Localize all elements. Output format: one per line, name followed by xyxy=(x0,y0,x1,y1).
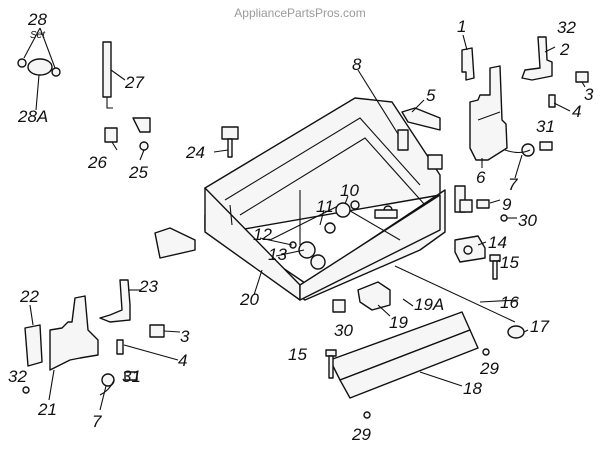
part-29-screw-b xyxy=(363,411,371,419)
callout-22: 22 xyxy=(19,287,39,306)
part-5-hinge-right xyxy=(401,107,441,131)
callout-32-right: 32 xyxy=(557,18,576,37)
callout-13: 13 xyxy=(268,245,287,264)
callout-10: 10 xyxy=(340,181,359,200)
callout-31-left: 31 xyxy=(122,367,141,386)
callout-3-left: 3 xyxy=(180,327,190,346)
part-6-rail xyxy=(469,65,508,161)
callout-19a: 19A xyxy=(414,295,444,314)
callout-28a: 28A xyxy=(17,107,48,126)
callout-4-left: 4 xyxy=(178,351,187,370)
part-29-screw-a xyxy=(482,348,490,356)
part-22-cover xyxy=(24,324,43,367)
part-28-set xyxy=(17,58,61,77)
callout-5: 5 xyxy=(426,86,436,105)
callout-32-left: 32 xyxy=(8,367,27,386)
part-14-bracket xyxy=(454,235,486,263)
callout-3-right: 3 xyxy=(584,85,594,104)
callout-16: 16 xyxy=(500,293,519,312)
callout-20: 20 xyxy=(239,290,259,309)
callout-labels: 1 2 32 3 4 31 5 6 7 8 9 30 10 11 12 13 1… xyxy=(8,10,594,444)
callout-18: 18 xyxy=(463,379,482,398)
callout-30-bottom: 30 xyxy=(334,321,353,340)
part-hinge-left xyxy=(154,227,196,259)
callout-14: 14 xyxy=(488,233,507,252)
part-30-screw-bottom xyxy=(332,299,346,313)
callout-29-right: 29 xyxy=(479,359,499,378)
part-15-leg-right xyxy=(489,254,501,280)
callout-7-left: 7 xyxy=(92,412,102,431)
leader-lines xyxy=(23,27,586,411)
callout-25: 25 xyxy=(128,163,148,182)
part-7-switch-left xyxy=(99,371,138,396)
part-3-clip-right xyxy=(575,71,589,83)
part-32-screw-left xyxy=(22,386,30,394)
part-23-bracket xyxy=(99,279,131,323)
part-25-tube xyxy=(132,117,151,151)
part-1-bracket xyxy=(461,47,475,81)
callout-4-right: 4 xyxy=(572,102,581,121)
part-9-clip xyxy=(476,199,490,209)
part-31-spring-left xyxy=(116,339,124,355)
callout-17: 17 xyxy=(530,317,549,336)
part-30-screw-right xyxy=(500,214,508,222)
callout-24: 24 xyxy=(185,143,205,162)
callout-12: 12 xyxy=(253,225,272,244)
callout-27: 27 xyxy=(124,73,144,92)
part-21-rail xyxy=(49,295,99,371)
part-27-hose xyxy=(102,41,113,109)
callout-9: 9 xyxy=(502,195,512,214)
callout-26: 26 xyxy=(87,153,107,172)
callout-11: 11 xyxy=(316,197,334,216)
watermark: AppliancePartsPros.com xyxy=(234,6,365,20)
callout-15-bottom: 15 xyxy=(288,345,307,364)
callout-2: 2 xyxy=(559,40,570,59)
callout-29-bottom: 29 xyxy=(351,425,371,444)
part-26-clip xyxy=(104,127,118,143)
callout-6: 6 xyxy=(476,168,486,187)
part-2-bracket xyxy=(521,36,553,81)
callout-30-right: 30 xyxy=(518,211,537,230)
part-15-leg-bottom xyxy=(325,349,337,379)
part-3-clip-left xyxy=(149,324,165,338)
callout-8: 8 xyxy=(352,55,362,74)
part-7-switch-right xyxy=(504,141,553,157)
set-label: Set xyxy=(30,30,46,41)
callout-7-right: 7 xyxy=(508,175,518,194)
callout-28: 28 xyxy=(27,10,47,29)
callout-15-right: 15 xyxy=(500,253,519,272)
part-17-cap xyxy=(507,325,525,339)
callout-23: 23 xyxy=(138,277,158,296)
callout-31-right: 31 xyxy=(536,117,555,136)
callout-1: 1 xyxy=(457,17,466,36)
base-tub xyxy=(204,97,473,301)
part-16-rod xyxy=(394,265,516,323)
part-24-leveler xyxy=(221,126,239,158)
part-19-clamp xyxy=(357,281,391,311)
callout-19: 19 xyxy=(389,313,408,332)
callout-21: 21 xyxy=(37,400,57,419)
part-4-pin-right xyxy=(548,94,556,108)
part-18-kickplate xyxy=(329,311,479,399)
